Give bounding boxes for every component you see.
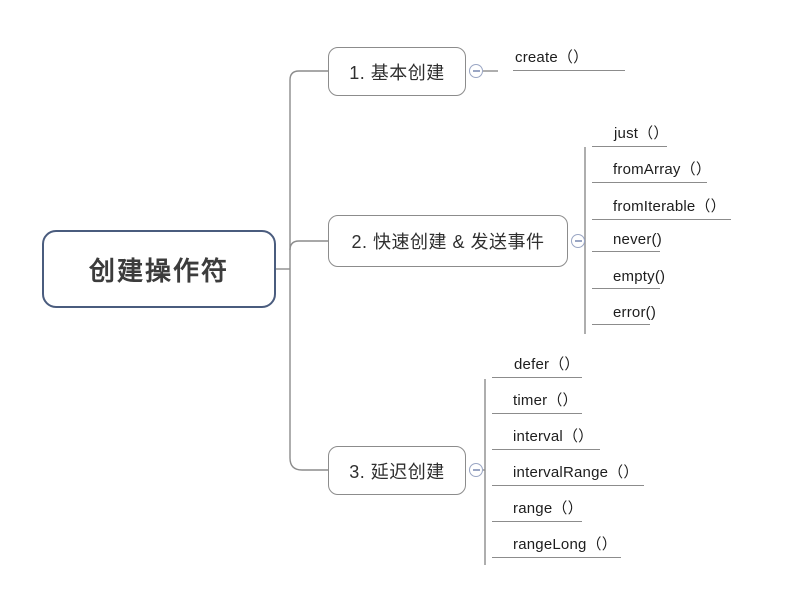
- root-node[interactable]: 创建操作符: [42, 230, 276, 308]
- leaf-item[interactable]: error(): [592, 304, 658, 326]
- leaf-underline: [592, 251, 660, 253]
- leaf-underline: [592, 146, 667, 148]
- leaf-item[interactable]: intervalRange（）: [492, 461, 644, 487]
- leaf-item-label: empty(): [613, 268, 666, 285]
- leaf-item[interactable]: defer（）: [492, 353, 582, 379]
- leaf-item[interactable]: timer（）: [492, 389, 582, 415]
- leaf-item[interactable]: range（）: [492, 497, 585, 523]
- leaf-item-label: range（）: [513, 500, 583, 517]
- leaf-underline: [492, 377, 582, 379]
- collapse-toggle-icon-branch-3[interactable]: [469, 463, 483, 477]
- leaf-item[interactable]: rangeLong（）: [492, 533, 621, 559]
- leaf-item[interactable]: interval（）: [492, 425, 600, 451]
- leaf-item[interactable]: create（）: [513, 46, 625, 72]
- leaf-item-label: interval（）: [513, 428, 594, 445]
- leaf-underline: [492, 485, 644, 487]
- collapse-toggle-icon-branch-1[interactable]: [469, 64, 483, 78]
- connector-branch-1: [289, 70, 328, 81]
- connector-branch-3: [289, 457, 328, 471]
- leaf-item[interactable]: empty(): [592, 268, 667, 290]
- branch-node-label: 3. 延迟创建: [349, 461, 445, 482]
- branch-node-deferred-creation[interactable]: 3. 延迟创建: [328, 446, 466, 495]
- collapse-toggle-icon-branch-2[interactable]: [571, 234, 585, 248]
- leaf-underline: [592, 182, 707, 184]
- leaf-underline: [492, 557, 621, 559]
- leaf-item-label: error(): [613, 304, 657, 321]
- leaf-underline: [592, 288, 660, 290]
- branch-node-basic-creation[interactable]: 1. 基本创建: [328, 47, 466, 96]
- root-node-label: 创建操作符: [88, 255, 229, 286]
- leaf-underline: [592, 219, 731, 221]
- branch-node-label: 2. 快速创建 & 发送事件: [351, 232, 545, 252]
- leaf-item-label: defer（）: [514, 356, 580, 373]
- branch-node-fast-creation[interactable]: 2. 快速创建 & 发送事件: [328, 215, 568, 267]
- leaf-underline: [513, 70, 625, 72]
- leaf-item-label: never(): [613, 231, 662, 248]
- leaf-item[interactable]: fromIterable（）: [592, 195, 731, 221]
- leaf-item-label: intervalRange（）: [513, 464, 639, 481]
- leaf-underline: [492, 521, 582, 523]
- leaf-underline: [492, 449, 600, 451]
- leaf-item-label: just（）: [614, 125, 669, 142]
- connector-branch-2: [289, 240, 328, 251]
- leaf-item-label: rangeLong（）: [513, 536, 617, 553]
- branch-node-label: 1. 基本创建: [349, 62, 445, 83]
- leaf-item-label: fromIterable（）: [613, 198, 726, 215]
- leaf-item[interactable]: just（）: [592, 122, 671, 148]
- leaf-item-label: timer（）: [513, 392, 578, 409]
- leaf-underline: [492, 413, 582, 415]
- leaf-item[interactable]: never(): [592, 231, 664, 253]
- leaf-item-label: create（）: [515, 49, 589, 66]
- leaf-item[interactable]: fromArray（）: [592, 158, 713, 184]
- leaf-underline: [592, 324, 650, 326]
- leaf-item-label: fromArray（）: [613, 161, 712, 178]
